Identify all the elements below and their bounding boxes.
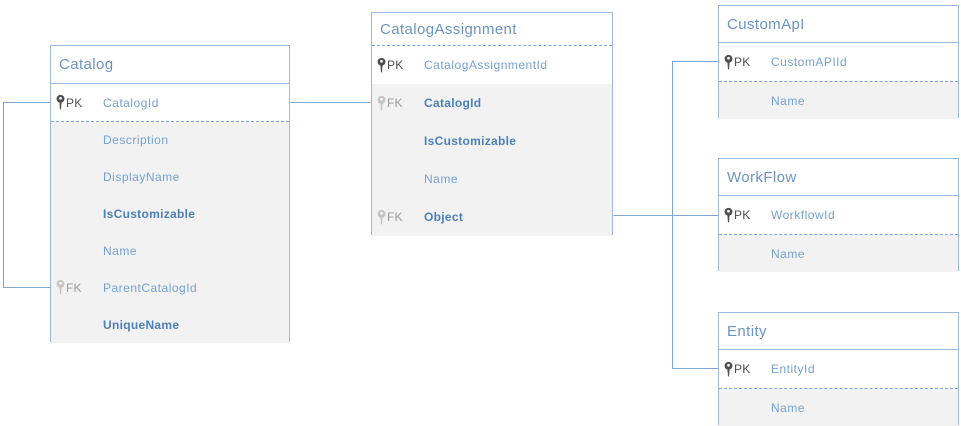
table-header[interactable]: Entity [719, 313, 958, 350]
field-name: WorkflowId [771, 208, 836, 222]
field-name: CustomAPIId [771, 55, 848, 69]
table-title: CatalogAssignment [380, 20, 517, 38]
key-label-fk: FK [387, 96, 403, 110]
key-cell: PK [723, 207, 765, 224]
table-row-entity-id[interactable]: PK EntityId [719, 350, 958, 388]
connector-catalogassignment-to-customapi[interactable] [613, 61, 719, 216]
field-name: DisplayName [103, 169, 180, 184]
table-row-catalog-id[interactable]: FK CatalogId [372, 84, 612, 122]
table-title: Catalog [59, 56, 114, 73]
table-row-custom-apiid[interactable]: PK CustomAPIId [719, 43, 958, 81]
table-row-catalog-id[interactable]: PK CatalogId [51, 84, 289, 121]
field-name: Name [771, 246, 806, 261]
field-name: Name [771, 93, 806, 108]
key-icon-fk [376, 95, 387, 112]
table-row-display-name[interactable]: DisplayName [51, 158, 289, 195]
key-label-fk: FK [66, 280, 82, 295]
table-header[interactable]: CatalogAssignment [372, 13, 612, 46]
key-cell: FK [376, 209, 418, 226]
table-row-object[interactable]: FK Object [372, 198, 612, 236]
table-row-parent-catalog-id[interactable]: FK ParentCatalogId [51, 269, 289, 306]
key-cell: PK [723, 361, 765, 378]
field-name: Description [103, 133, 169, 147]
table-row-name[interactable]: Name [719, 81, 958, 119]
table-title: WorkFlow [727, 168, 797, 186]
table-row-name[interactable]: Name [719, 388, 958, 426]
table-row-name[interactable]: Name [719, 234, 958, 272]
table-row-is-customizable[interactable]: IsCustomizable [51, 195, 289, 232]
key-label-fk: FK [387, 210, 403, 224]
key-cell: PK [723, 54, 765, 71]
table-header[interactable]: WorkFlow [719, 159, 958, 196]
field-name: Name [424, 172, 459, 186]
key-label-pk: PK [387, 58, 404, 72]
table-row-unique-name[interactable]: UniqueName [51, 306, 289, 343]
table-row-description[interactable]: Description [51, 121, 289, 158]
table-title: CustomApI [727, 15, 805, 33]
field-name: CatalogId [424, 96, 482, 110]
key-icon-fk [376, 209, 387, 226]
field-name: Name [103, 243, 138, 258]
key-icon-pk [723, 54, 734, 71]
field-name: IsCustomizable [424, 134, 517, 148]
key-icon-fk [55, 279, 66, 296]
key-icon-pk [723, 361, 734, 378]
key-label-pk: PK [734, 208, 751, 222]
field-name: ParentCatalogId [103, 280, 198, 295]
key-cell: PK [55, 94, 97, 111]
table-row-name[interactable]: Name [51, 232, 289, 269]
key-cell: FK [376, 95, 418, 112]
field-name: Object [424, 210, 464, 224]
table-header[interactable]: Catalog [51, 46, 289, 84]
table-header[interactable]: CustomApI [719, 6, 958, 43]
key-cell: PK [376, 57, 418, 74]
field-name: UniqueName [103, 317, 180, 332]
field-name: CatalogAssignmentId [424, 58, 548, 72]
field-name: CatalogId [103, 95, 159, 110]
table-row-workflow-id[interactable]: PK WorkflowId [719, 196, 958, 234]
field-name: EntityId [771, 362, 816, 376]
table-title: Entity [727, 322, 767, 340]
field-name: IsCustomizable [103, 206, 196, 221]
table-row-is-customizable[interactable]: IsCustomizable [372, 122, 612, 160]
field-name: Name [771, 400, 806, 415]
key-label-pk: PK [66, 95, 83, 110]
key-icon-pk [55, 94, 66, 111]
table-row-name[interactable]: Name [372, 160, 612, 198]
key-icon-pk [376, 57, 387, 74]
connector-catalog-self-reference[interactable] [3, 102, 51, 288]
key-icon-pk [723, 207, 734, 224]
key-cell: FK [55, 279, 97, 296]
key-label-pk: PK [734, 55, 751, 69]
key-label-pk: PK [734, 362, 751, 376]
table-row-catalog-assignment-id[interactable]: PK CatalogAssignmentId [372, 46, 612, 84]
connector-catalogassignment-to-entity[interactable] [672, 215, 719, 369]
